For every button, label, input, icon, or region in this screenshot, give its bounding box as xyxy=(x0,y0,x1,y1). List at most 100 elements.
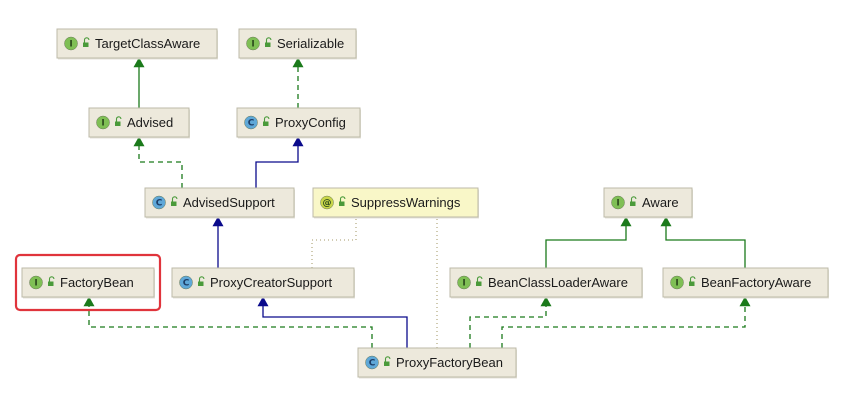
edge-line xyxy=(138,137,183,188)
unlock-icon xyxy=(48,276,55,286)
edge-line xyxy=(501,297,746,348)
node-FactoryBean[interactable]: I FactoryBean xyxy=(14,253,162,312)
edge-line xyxy=(262,297,408,348)
node-Serializable[interactable]: I Serializable xyxy=(238,28,357,60)
edge-line xyxy=(255,137,299,188)
node-label: BeanFactoryAware xyxy=(701,275,811,290)
interface-badge-icon: I xyxy=(64,36,78,51)
node-TargetClassAware[interactable]: I TargetClassAware xyxy=(56,28,218,60)
node-Advised[interactable]: I Advised xyxy=(88,107,190,139)
node-label: BeanClassLoaderAware xyxy=(488,275,628,290)
unlock-icon xyxy=(476,276,483,286)
edge-line xyxy=(311,217,357,268)
node-SuppressWarnings[interactable]: @ SuppressWarnings xyxy=(312,187,479,219)
node-label: Serializable xyxy=(277,36,344,51)
svg-text:C: C xyxy=(369,359,376,369)
svg-text:I: I xyxy=(69,40,72,50)
node-ProxyConfig[interactable]: C ProxyConfig xyxy=(236,107,361,139)
node-BeanFactoryAware[interactable]: I BeanFactoryAware xyxy=(662,267,829,299)
node-ProxyFactoryBean[interactable]: C ProxyFactoryBean xyxy=(357,347,517,379)
edge-ProxyConfig-to-Serializable xyxy=(292,57,304,108)
node-label: TargetClassAware xyxy=(95,36,200,51)
arrowhead-icon xyxy=(292,57,304,68)
annotation-badge-icon: @ xyxy=(320,195,334,210)
arrowhead-icon xyxy=(133,136,145,147)
unlock-icon xyxy=(83,37,90,47)
unlock-icon xyxy=(198,276,205,286)
arrowhead-icon xyxy=(257,296,269,307)
svg-text:C: C xyxy=(156,199,163,209)
node-label: FactoryBean xyxy=(60,275,134,290)
svg-text:I: I xyxy=(675,279,678,289)
edge-Advised-to-TargetClassAware xyxy=(133,57,145,108)
edges-layer xyxy=(83,57,751,348)
interface-badge-icon: I xyxy=(29,275,43,290)
svg-text:I: I xyxy=(616,199,619,209)
arrowhead-icon xyxy=(620,216,632,227)
arrowhead-icon xyxy=(540,296,552,307)
svg-text:I: I xyxy=(462,279,465,289)
node-Aware[interactable]: I Aware xyxy=(603,187,693,219)
arrowhead-icon xyxy=(133,57,145,68)
arrowhead-icon xyxy=(292,136,304,147)
node-AdvisedSupport[interactable]: C AdvisedSupport xyxy=(144,187,295,219)
edge-BeanClassLoaderAware-to-Aware xyxy=(545,216,632,268)
svg-text:C: C xyxy=(248,119,255,129)
svg-text:I: I xyxy=(251,40,254,50)
node-BeanClassLoaderAware[interactable]: I BeanClassLoaderAware xyxy=(449,267,643,299)
node-label: ProxyCreatorSupport xyxy=(210,275,332,290)
edge-line xyxy=(469,297,547,348)
svg-text:I: I xyxy=(34,279,37,289)
arrowhead-icon xyxy=(660,216,672,227)
node-label: ProxyConfig xyxy=(275,115,346,130)
class-badge-icon: C xyxy=(179,275,193,290)
unlock-icon xyxy=(265,37,272,47)
edge-ProxyFactoryBean-to-ProxyCreatorSupport xyxy=(257,296,408,348)
node-label: ProxyFactoryBean xyxy=(396,355,503,370)
edge-ProxyFactoryBean-to-BeanFactoryAware xyxy=(501,296,751,348)
unlock-icon xyxy=(689,276,696,286)
interface-badge-icon: I xyxy=(611,195,625,210)
interface-badge-icon: I xyxy=(96,115,110,130)
node-box xyxy=(144,187,295,218)
svg-text:I: I xyxy=(101,119,104,129)
node-label: Advised xyxy=(127,115,173,130)
svg-text:@: @ xyxy=(323,199,332,209)
edge-line xyxy=(88,297,373,348)
edge-AdvisedSupport-to-Advised xyxy=(133,136,183,188)
interface-badge-icon: I xyxy=(246,36,260,51)
class-badge-icon: C xyxy=(365,355,379,370)
class-badge-icon: C xyxy=(152,195,166,210)
unlock-icon xyxy=(263,116,270,126)
edge-ProxyCreatorSupport-to-SuppressWarnings xyxy=(311,217,357,268)
edge-ProxyFactoryBean-to-BeanClassLoaderAware xyxy=(469,296,552,348)
edge-ProxyFactoryBean-to-FactoryBean xyxy=(83,296,373,348)
node-label: SuppressWarnings xyxy=(351,195,461,210)
edge-line xyxy=(545,217,627,268)
node-box xyxy=(357,347,517,378)
node-box xyxy=(449,267,643,298)
edge-ProxyCreatorSupport-to-AdvisedSupport xyxy=(212,216,224,268)
unlock-icon xyxy=(384,356,391,366)
unlock-icon xyxy=(630,196,637,206)
arrowhead-icon xyxy=(739,296,751,307)
arrowhead-icon xyxy=(83,296,95,307)
edge-line xyxy=(665,217,746,268)
node-ProxyCreatorSupport[interactable]: C ProxyCreatorSupport xyxy=(171,267,355,299)
edge-AdvisedSupport-to-ProxyConfig xyxy=(255,136,304,188)
interface-badge-icon: I xyxy=(670,275,684,290)
unlock-icon xyxy=(115,116,122,126)
arrowhead-icon xyxy=(212,216,224,227)
svg-text:C: C xyxy=(183,279,190,289)
node-label: Aware xyxy=(642,195,679,210)
unlock-icon xyxy=(171,196,178,206)
highlight-frame xyxy=(14,253,162,312)
class-badge-icon: C xyxy=(244,115,258,130)
edge-BeanFactoryAware-to-Aware xyxy=(660,216,746,268)
unlock-icon xyxy=(339,196,346,206)
interface-badge-icon: I xyxy=(457,275,471,290)
node-label: AdvisedSupport xyxy=(183,195,275,210)
node-box xyxy=(21,267,155,298)
